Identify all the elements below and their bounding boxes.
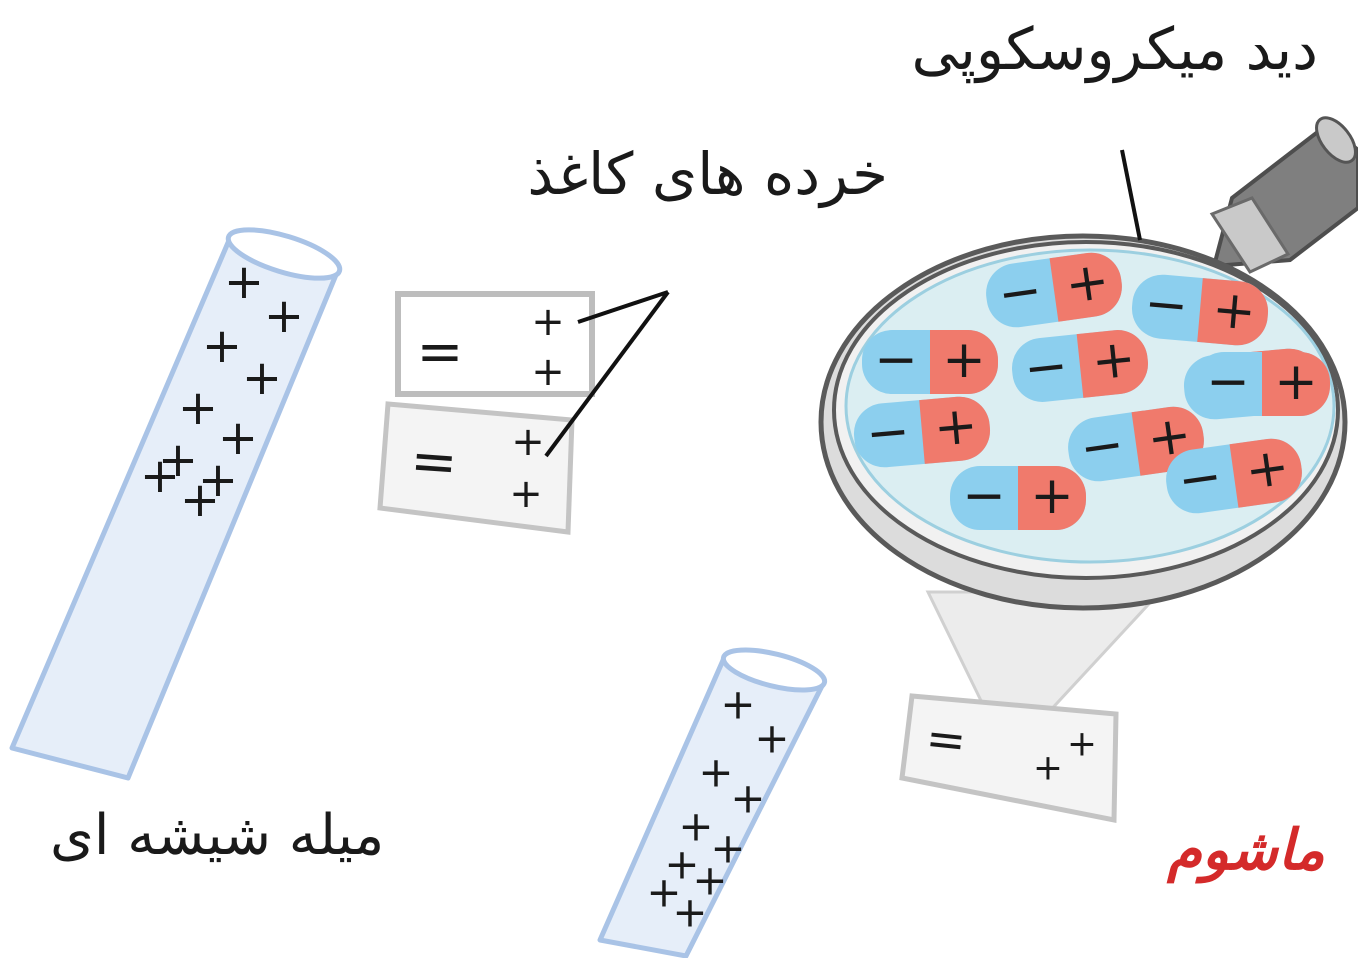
paper-scraps-label: خرده های کاغذ (527, 140, 888, 208)
plus-sign: + (730, 774, 765, 823)
dipole-molecules: −+−+−+−+−+−+−+−+−+−+ (853, 251, 1330, 530)
glass-rod-label: میله شیشه ای (50, 803, 385, 868)
paper-label-pointers (544, 290, 670, 458)
minus-sign: − (962, 466, 1006, 526)
plus-sign: + (646, 868, 681, 917)
dipole-capsule: −+ (1166, 437, 1302, 514)
dipole-capsule: −+ (1131, 273, 1269, 346)
minus-sign: − (1142, 273, 1191, 337)
glass-rod-small (597, 647, 828, 958)
dipole-capsule: −+ (1194, 352, 1330, 416)
microscope-label-pointer (1120, 149, 1142, 241)
paper-scrap-small (899, 693, 1119, 824)
plus-sign: + (672, 888, 707, 937)
dipole-capsule: −+ (853, 395, 991, 468)
rod-small-charges: ++++++++++ (646, 680, 789, 937)
plus-sign: + (720, 680, 755, 729)
plus-sign: + (678, 802, 713, 851)
plus-sign: + (264, 288, 304, 344)
dipole-capsule: −+ (1011, 328, 1149, 402)
plus-sign: + (1274, 352, 1318, 412)
dipole-positive-end (1049, 252, 1122, 322)
minus-pair-sign: = (408, 428, 459, 496)
plus-sign: + (242, 350, 282, 406)
plus-sign: + (692, 856, 727, 905)
dipole-positive-end (1229, 438, 1302, 508)
dipole-positive-end (1076, 330, 1148, 398)
paper-charges: =++=++ (408, 299, 564, 517)
plus-sign: + (178, 380, 218, 436)
plus-sign: + (531, 349, 565, 395)
plus-sign: + (1033, 748, 1063, 789)
paper-scrap-bottom (377, 401, 575, 535)
minus-sign: − (1021, 335, 1071, 399)
dipole-positive-end (919, 396, 990, 464)
plus-sign: + (1030, 466, 1074, 526)
plus-sign: + (1210, 279, 1259, 343)
plus-sign: + (931, 395, 980, 459)
plus-sign: + (698, 748, 733, 797)
minus-pair-sign: = (417, 320, 464, 385)
dipole-capsule: −+ (1068, 405, 1204, 482)
plus-sign: + (1242, 437, 1294, 502)
magnifier-handle (1209, 116, 1358, 274)
plus-sign: + (224, 254, 264, 310)
plus-sign: + (180, 472, 220, 528)
plus-sign: + (664, 840, 699, 889)
dipole-capsule: −+ (862, 330, 998, 394)
plus-sign: + (158, 432, 198, 488)
plus-sign: + (509, 471, 543, 517)
plus-sign: + (1067, 724, 1097, 765)
dipole-capsule: −+ (986, 251, 1122, 328)
dipole-positive-end (930, 330, 998, 394)
microscope-view-label: دید میکروسکوپی (911, 15, 1318, 83)
minus-sign: − (1206, 352, 1250, 412)
plus-sign: + (511, 419, 545, 465)
dipole-positive-end (1262, 352, 1330, 416)
minus-sign: − (864, 401, 913, 465)
glass-rod-large (9, 227, 343, 781)
plus-sign: + (202, 318, 242, 374)
dipole-positive-end (1197, 278, 1268, 346)
plus-sign: + (198, 452, 238, 508)
plus-sign: + (754, 714, 789, 763)
minus-sign: − (1076, 414, 1128, 479)
paper-scrap-top (395, 291, 595, 397)
minus-pair-sign: = (923, 710, 969, 770)
plus-sign: + (942, 330, 986, 390)
small-paper-charges: = ++ (923, 710, 1097, 788)
plus-sign: + (531, 299, 565, 345)
minus-sign: − (1174, 446, 1226, 511)
plus-sign: + (1089, 328, 1139, 392)
rod-large-charges: ++++++++++ (140, 254, 304, 528)
dipole-capsule: −+ (950, 466, 1086, 530)
dipole-positive-end (1018, 466, 1086, 530)
plus-sign: + (140, 448, 180, 504)
plus-sign: + (710, 824, 745, 873)
minus-sign: − (994, 260, 1046, 325)
watermark-logo: ماشوم (1167, 817, 1325, 883)
plus-sign: + (1062, 251, 1114, 316)
plus-sign: + (218, 410, 258, 466)
minus-sign: − (874, 330, 918, 390)
